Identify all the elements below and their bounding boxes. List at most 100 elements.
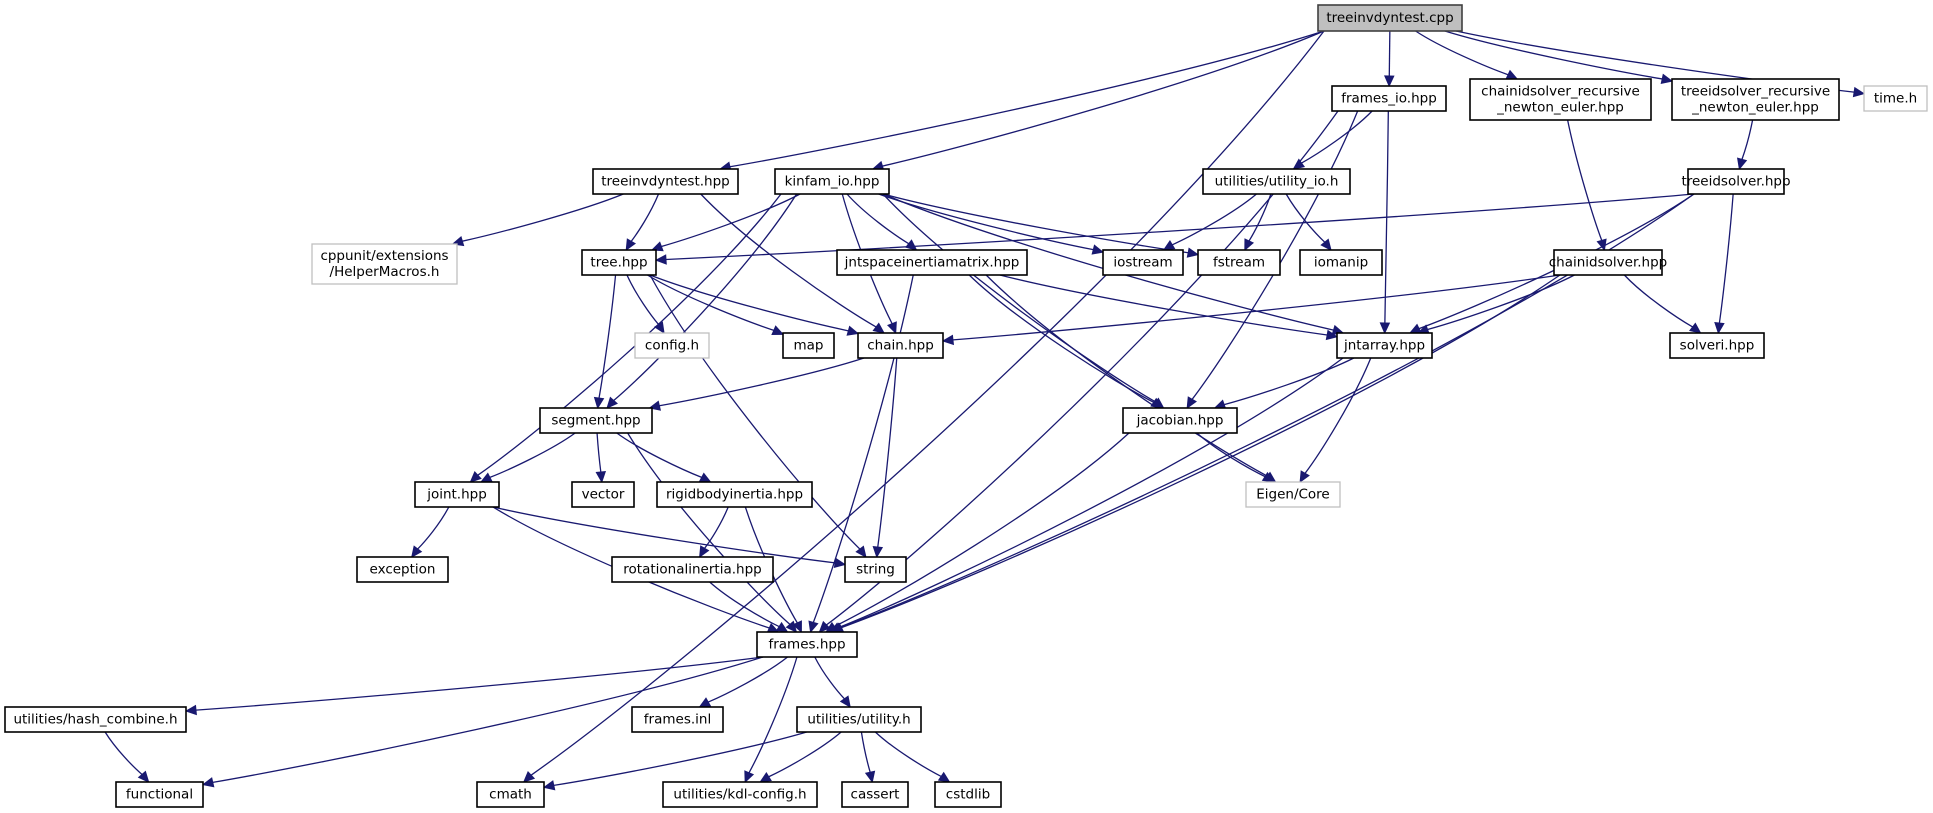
edge-jntarray-to-jacobian	[1224, 357, 1355, 406]
arrowhead-icon	[846, 325, 860, 336]
node-label: chainidsolver.hpp	[1549, 255, 1668, 271]
node-box	[356, 556, 449, 583]
node-jntspace[interactable]: jntspaceinertiamatrix.hpp	[836, 249, 1028, 276]
node-box	[662, 781, 818, 808]
node-label: cstdlib	[946, 787, 990, 803]
node-label: jntspaceinertiamatrix.hpp	[844, 255, 1020, 271]
node-label: rigidbodyinertia.hpp	[666, 487, 803, 503]
node-box	[414, 481, 500, 508]
edge-kinfam_io-to-fstream	[882, 193, 1189, 254]
node-frames[interactable]: frames.hpp	[756, 631, 858, 658]
node-vector[interactable]: vector	[571, 481, 635, 508]
node-label: chainidsolver_recursive	[1481, 84, 1640, 100]
node-label: _newton_euler.hpp	[1691, 100, 1819, 116]
node-jntarray[interactable]: jntarray.hpp	[1336, 332, 1433, 359]
edge-chainidsolver-to-chain	[952, 274, 1561, 341]
node-cstdlib[interactable]: cstdlib	[934, 781, 1002, 808]
node-label: /HelperMacros.h	[330, 264, 440, 280]
arrowhead-icon	[792, 620, 802, 634]
node-treeinvdyntest-cpp: treeinvdyntest.cpp	[1317, 4, 1463, 32]
node-iomanip[interactable]: iomanip	[1299, 249, 1383, 276]
node-joint[interactable]: joint.hpp	[414, 481, 500, 508]
node-iostream[interactable]: iostream	[1102, 249, 1184, 276]
arrowhead-icon	[201, 777, 215, 788]
node-utility-h[interactable]: utilities/utility.h	[796, 706, 922, 733]
node-functional[interactable]: functional	[115, 781, 204, 808]
node-jacobian[interactable]: jacobian.hpp	[1122, 407, 1238, 434]
node-box	[1863, 85, 1928, 112]
node-label: segment.hpp	[551, 413, 640, 429]
node-string[interactable]: string	[844, 556, 907, 583]
node-label: frames.hpp	[768, 637, 845, 653]
edge-rigidbody-to-rotational	[704, 506, 729, 549]
arrowhead-icon	[887, 321, 897, 335]
edge-joint-to-exception	[417, 506, 450, 550]
node-box	[1197, 249, 1281, 276]
arrowhead-icon	[1714, 322, 1725, 335]
node-label: frames_io.hpp	[1341, 91, 1437, 107]
node-label: treeinvdyntest.cpp	[1326, 10, 1453, 26]
arrowhead-icon	[1325, 329, 1339, 341]
edge-jntspace-to-jacobian	[968, 274, 1154, 403]
node-chain[interactable]: chain.hpp	[857, 332, 944, 359]
node-box	[634, 332, 710, 359]
node-rigidbody[interactable]: rigidbodyinertia.hpp	[656, 481, 813, 508]
node-treeidsolver-rne[interactable]: treeidsolver_recursive_newton_euler.hpp	[1671, 78, 1840, 121]
node-chainidsolver[interactable]: chainidsolver.hpp	[1549, 249, 1668, 276]
node-label: iostream	[1113, 255, 1172, 271]
edge-kinfam_io-to-tree	[661, 193, 801, 248]
arrowhead-icon	[1244, 238, 1255, 252]
node-kinfam-io[interactable]: kinfam_io.hpp	[774, 168, 890, 195]
node-cmath[interactable]: cmath	[476, 781, 545, 808]
node-rotational[interactable]: rotationalinertia.hpp	[611, 556, 774, 583]
edge-treeidsolver-to-tree	[665, 193, 1695, 261]
node-fstream[interactable]: fstream	[1197, 249, 1281, 276]
node-map[interactable]: map	[782, 332, 835, 359]
edge-joint-to-string	[492, 506, 836, 564]
node-box	[1553, 249, 1663, 276]
edge-kinfam_io-to-jntspace	[846, 193, 910, 245]
node-label: map	[794, 338, 824, 354]
node-label: functional	[126, 787, 193, 803]
edge-frames-to-utility_h	[814, 656, 845, 700]
node-solveri[interactable]: solveri.hpp	[1669, 332, 1765, 359]
edge-chainidsolver-to-jntarray	[1427, 274, 1575, 331]
arrowhead-icon	[744, 770, 755, 784]
edge-kinfam_io-to-segment	[613, 193, 798, 402]
arrowhead-icon	[1091, 244, 1105, 255]
node-box	[1687, 168, 1785, 195]
node-label: string	[856, 562, 895, 578]
edge-chain-to-segment	[659, 357, 865, 407]
arrowhead-icon	[522, 770, 536, 783]
node-box	[476, 781, 545, 808]
node-treeinvdyntest-hpp[interactable]: treeinvdyntest.hpp	[592, 168, 739, 195]
node-chainidsolver-rne[interactable]: chainidsolver_recursive_newton_euler.hpp	[1469, 78, 1652, 121]
node-eigen: Eigen/Core	[1245, 481, 1341, 508]
edge-treeinvdyntest_cpp-to-chainidsolver_rne	[1415, 30, 1509, 76]
node-label: chain.hpp	[867, 338, 934, 354]
arrowhead-icon	[864, 770, 876, 784]
edge-hash_combine-to-functional	[104, 731, 143, 775]
edge-jacobian-to-eigen	[1196, 432, 1266, 478]
node-frames-io[interactable]: frames_io.hpp	[1331, 85, 1447, 112]
edge-treeidsolver-to-jntarray	[1418, 193, 1695, 330]
node-box	[115, 781, 204, 808]
node-box	[857, 332, 944, 359]
node-box	[4, 706, 187, 733]
node-label: solveri.hpp	[1680, 338, 1755, 354]
node-utility-io[interactable]: utilities/utility_io.h	[1202, 168, 1351, 195]
node-label: _newton_euler.hpp	[1496, 100, 1624, 116]
node-segment[interactable]: segment.hpp	[539, 407, 653, 434]
node-kdl-config[interactable]: utilities/kdl-config.h	[662, 781, 818, 808]
edge-chainidsolver-to-solveri	[1623, 274, 1693, 328]
node-tree[interactable]: tree.hpp	[581, 249, 657, 276]
node-frames-inl[interactable]: frames.inl	[631, 706, 724, 733]
node-exception[interactable]: exception	[356, 556, 449, 583]
node-box	[611, 556, 774, 583]
node-treeidsolver[interactable]: treeidsolver.hpp	[1681, 168, 1791, 195]
arrowhead-icon	[1505, 69, 1519, 80]
node-hash-combine[interactable]: utilities/hash_combine.h	[4, 706, 187, 733]
node-cassert[interactable]: cassert	[841, 781, 909, 808]
nodes-layer: treeinvdyntest.cpp frames_io.hpp chainidso…	[4, 4, 1928, 808]
